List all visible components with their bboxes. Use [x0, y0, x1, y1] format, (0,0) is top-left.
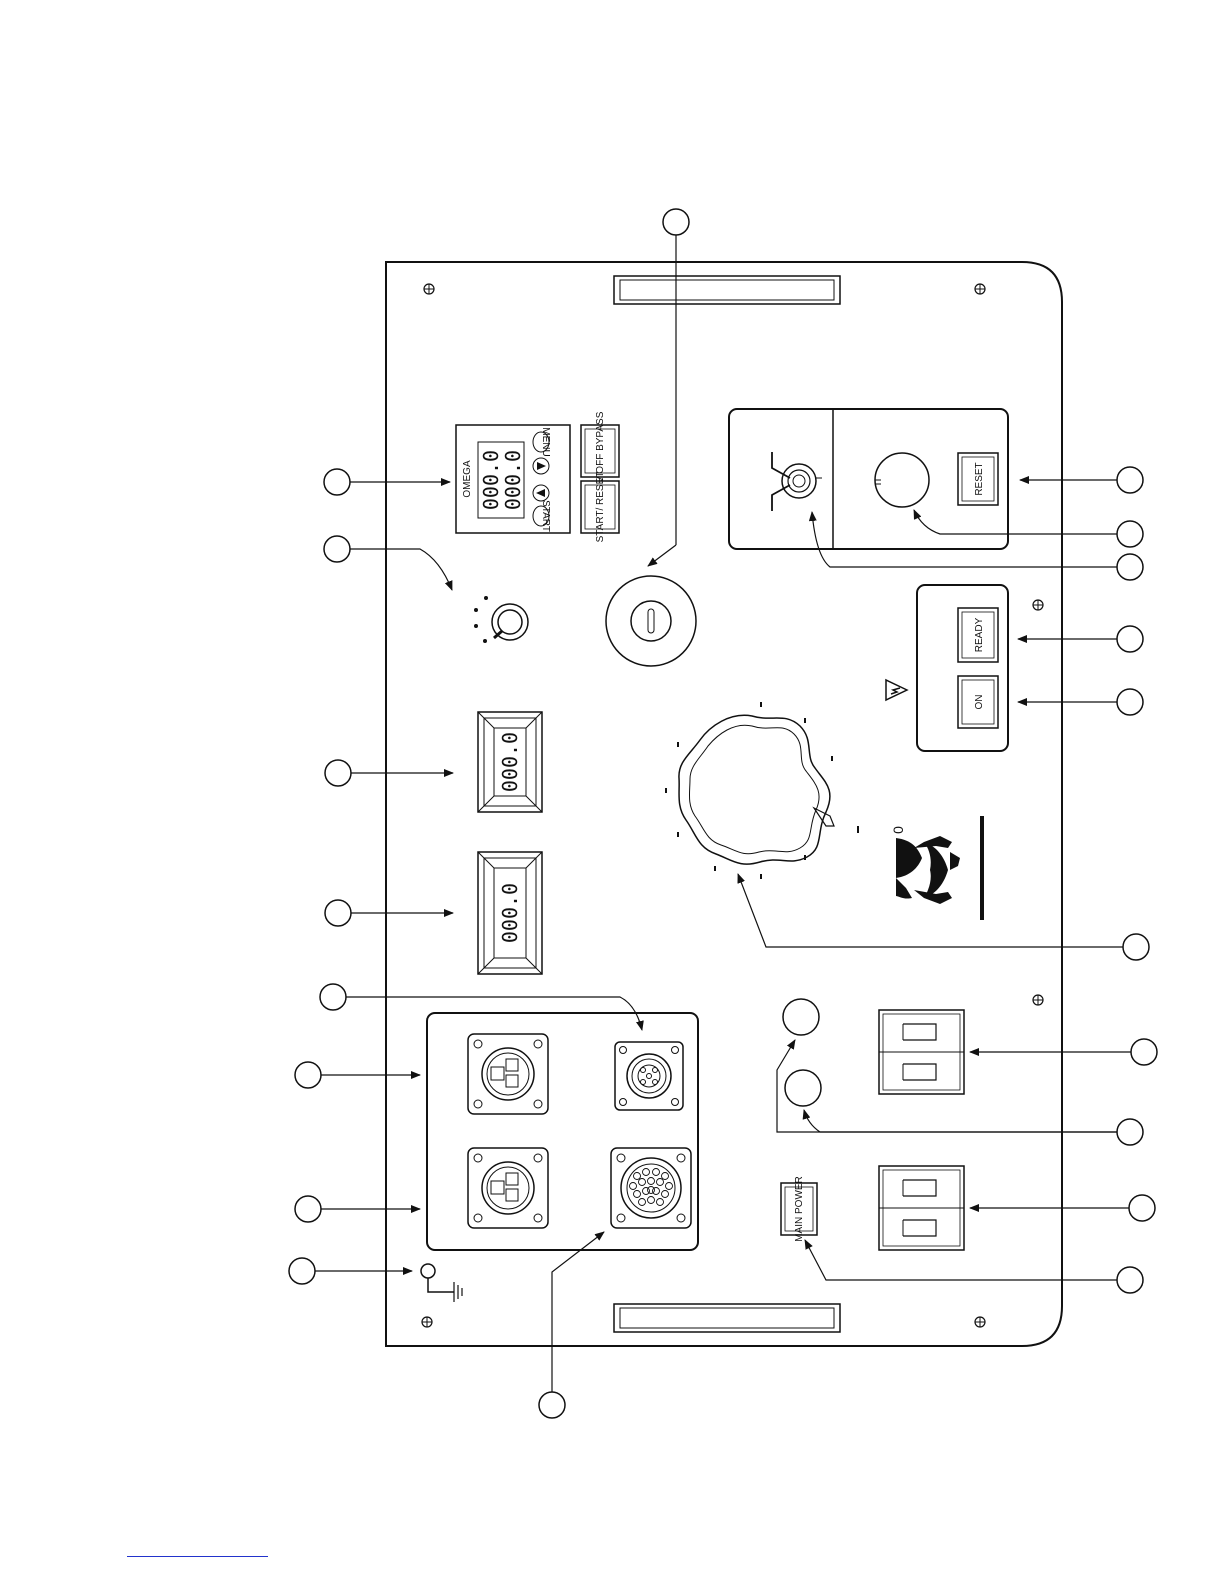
callout-balloon-r1	[1117, 467, 1143, 493]
indicator-lamp-1	[783, 999, 819, 1035]
callout-balloon-r2	[1117, 521, 1143, 547]
omega-controller[interactable]: OMEGA 000.0 000.0 MENU START	[456, 425, 570, 533]
callout-balloon-l2	[324, 536, 350, 562]
callout-balloon-l4	[325, 900, 351, 926]
ready-indicator-button[interactable]: READY	[958, 608, 998, 662]
meter-1-value: 000.0	[498, 732, 522, 792]
screw-breaker-icon	[1033, 995, 1043, 1005]
controller-display-bottom: 000.0	[501, 450, 525, 510]
callout-balloon-l5	[320, 984, 346, 1010]
callout-balloon-top	[663, 209, 689, 235]
meter-2: 000.0	[478, 852, 542, 974]
callout-balloon-l1	[324, 469, 350, 495]
callout-balloon-r8	[1117, 1119, 1143, 1145]
callout-balloon-bottom	[539, 1392, 565, 1418]
main-power-button[interactable]: MAIN POWER	[781, 1176, 817, 1242]
on-button[interactable]: ON	[958, 676, 998, 728]
controller-menu-key-label: MENU	[540, 427, 551, 456]
start-reset-button[interactable]: START/ RESET	[581, 472, 619, 543]
callout-balloon-r4	[1117, 626, 1143, 652]
footer-link-underline[interactable]	[127, 1556, 268, 1557]
callout-balloon-l8	[289, 1258, 315, 1284]
callout-balloon-r3	[1117, 554, 1143, 580]
controller-display-top: 000.0	[479, 450, 503, 510]
on-label: ON	[974, 695, 985, 710]
indicator-lamp-2	[785, 1070, 821, 1106]
callout-balloon-r10	[1117, 1267, 1143, 1293]
reset-label: RESET	[974, 462, 985, 495]
dial-zero-mark: 0	[890, 826, 906, 834]
callout-balloon-l6	[295, 1062, 321, 1088]
screw-ready-box-icon	[1033, 600, 1043, 610]
circuit-breaker-2[interactable]	[879, 1166, 964, 1250]
callout-balloon-l3	[325, 760, 351, 786]
ready-label: READY	[974, 617, 985, 652]
callout-balloon-l7	[295, 1196, 321, 1222]
screw-bottom-right-icon	[975, 1317, 985, 1327]
controller-enter-key-label: START	[540, 500, 551, 532]
circuit-breaker-1[interactable]	[879, 1010, 964, 1094]
callout-balloon-r6	[1123, 934, 1149, 960]
callout-balloon-r5	[1117, 689, 1143, 715]
reset-button[interactable]: RESET	[958, 453, 998, 505]
omega-brand-label: OMEGA	[462, 460, 473, 498]
screw-bottom-left-icon	[422, 1317, 432, 1327]
screw-top-right-icon	[975, 284, 985, 294]
meter-1: 000.0	[478, 712, 542, 812]
screw-top-left-icon	[424, 284, 434, 294]
meter-2-value: 000.0	[498, 883, 522, 943]
main-power-label: MAIN POWER	[794, 1176, 805, 1242]
callout-balloon-r9	[1129, 1195, 1155, 1221]
callout-balloon-r7	[1131, 1039, 1157, 1065]
start-reset-label: START/ RESET	[595, 472, 606, 543]
